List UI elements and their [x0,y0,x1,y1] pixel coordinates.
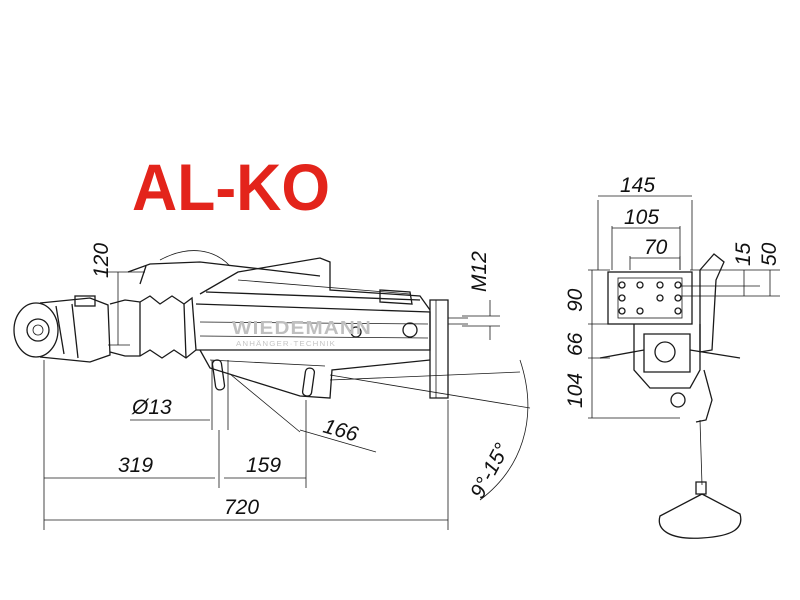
front-dimension-labels: 145 105 70 15 50 90 66 104 [564,174,781,408]
dim-90: 90 [564,288,587,312]
dim-319: 319 [118,454,153,477]
alko-logo: AL-KO [132,150,330,224]
watermark: WIEDEMANN ANHÄNGER·TECHNIK [232,318,372,348]
dim-145: 145 [620,174,655,197]
side-view-drawing [13,250,468,399]
logo-text: AL-KO [132,150,330,224]
side-dimension-lines [43,271,531,530]
dim-105: 105 [624,206,659,229]
dim-angle: 9°-15° [466,440,514,503]
dim-104: 104 [564,373,587,408]
dim-120: 120 [90,243,113,278]
dim-166: 166 [321,415,361,447]
side-dimension-labels: 120 M12 Ø13 166 319 159 720 9°-15° [90,243,514,519]
dim-50: 50 [758,242,781,266]
dim-hole-diameter: Ø13 [131,396,172,419]
dim-m12: M12 [468,251,491,292]
dim-15: 15 [732,242,755,266]
dim-159: 159 [246,454,281,477]
front-dimension-lines [588,195,780,419]
dim-720: 720 [224,496,259,519]
front-view-drawing [599,253,742,539]
dim-66: 66 [564,332,587,356]
watermark-tagline: ANHÄNGER·TECHNIK [236,340,336,348]
watermark-name: WIEDEMANN [232,318,372,338]
dim-70: 70 [644,236,668,259]
